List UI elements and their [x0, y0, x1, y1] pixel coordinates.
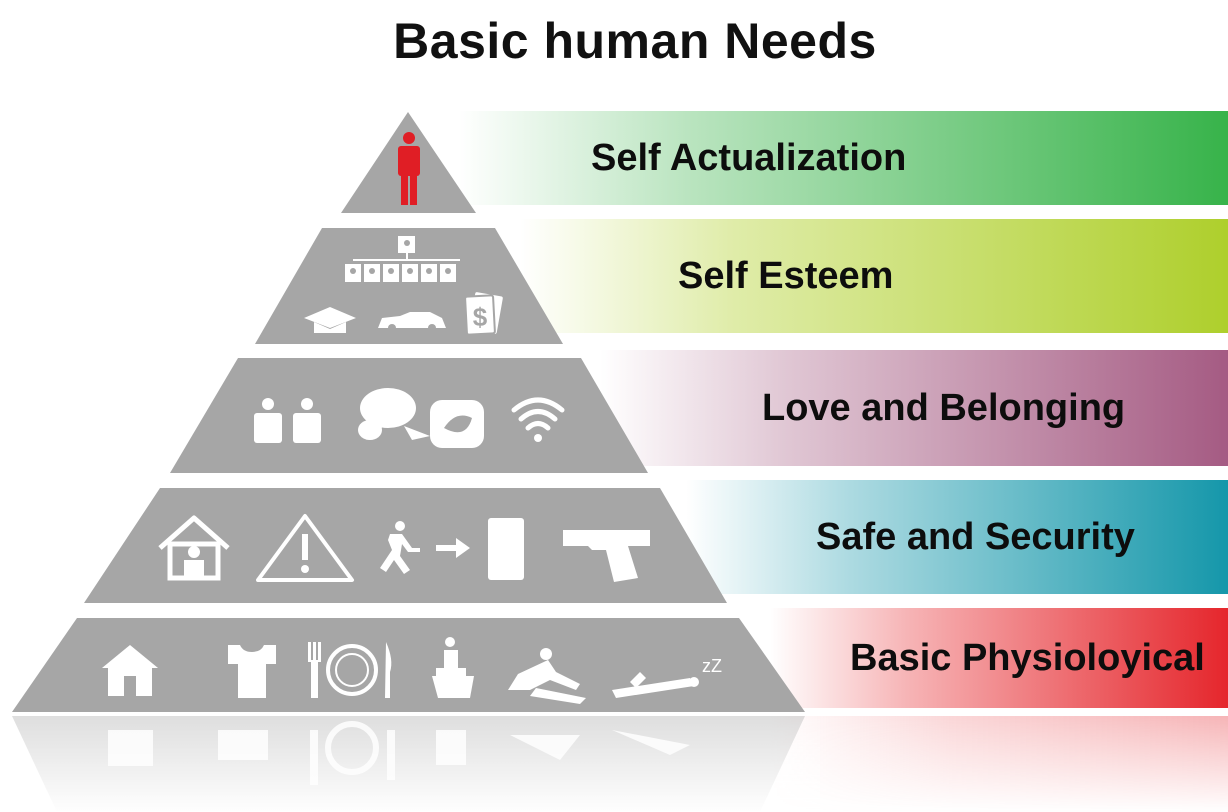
level-label: Self Esteem: [678, 254, 894, 297]
sleep-icon: [612, 672, 699, 698]
level-label: Safe and Security: [816, 515, 1135, 558]
tier-basic-physiological: [12, 618, 805, 712]
sleep-zz-text: zZ: [702, 656, 722, 676]
graduation-cap-icon: [304, 307, 356, 333]
level-label: Love and Belonging: [762, 386, 1126, 429]
level-band-safe-security: Safe and Security: [686, 480, 1228, 594]
level-band-self-esteem: Self Esteem: [520, 219, 1228, 333]
plate-cutlery-icon: [308, 642, 392, 698]
toilet-icon: [432, 637, 474, 698]
level-band-basic-physiological: Basic Physioloyical: [770, 608, 1228, 708]
level-band-self-actualization: Self Actualization: [458, 111, 1228, 205]
bird-icon: [430, 400, 484, 448]
gun-icon: [563, 530, 650, 582]
guard-house-icon: [158, 515, 230, 581]
wifi-icon: [511, 397, 565, 442]
money-icon: $: [464, 292, 503, 336]
diagram-title: Basic human Needs: [393, 13, 877, 69]
house-icon: [102, 645, 158, 696]
chat-bubbles-icon: [358, 388, 430, 440]
org-chart-icon: [345, 236, 460, 282]
intimacy-icon: [508, 648, 586, 704]
svg-text:$: $: [473, 302, 488, 332]
person-icon: [398, 132, 420, 205]
pyramid-reflection: [0, 716, 820, 812]
car-icon: [378, 312, 446, 332]
tshirt-icon: [228, 645, 276, 698]
level-label: Self Actualization: [591, 136, 907, 179]
people-icon: [254, 398, 321, 443]
level-band-love-belonging: Love and Belonging: [600, 350, 1228, 466]
level-label: Basic Physioloyical: [850, 636, 1205, 679]
warning-icon: [256, 514, 354, 582]
band-reflection: [770, 716, 1228, 812]
run-to-door-icon: [380, 518, 524, 580]
